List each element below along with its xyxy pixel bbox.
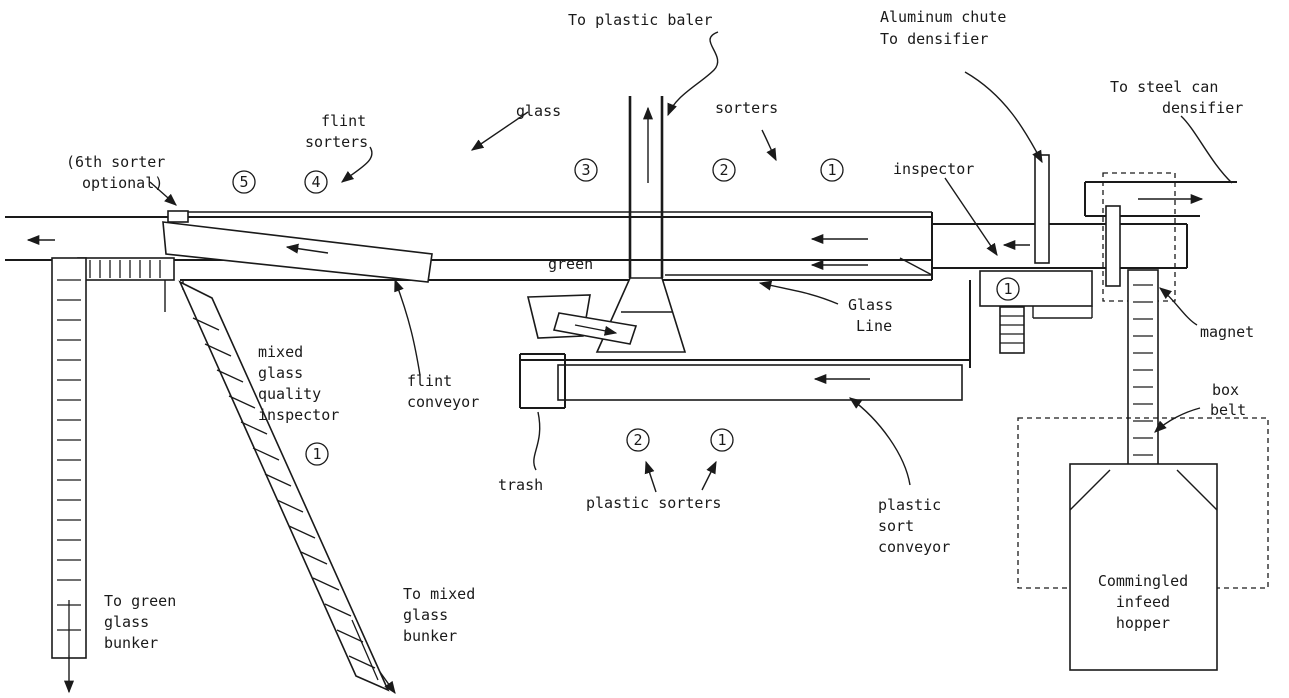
- to-steel-can-label: To steel can: [1110, 78, 1218, 96]
- station-number: 5: [239, 173, 248, 191]
- green-bunker-label-2: glass: [104, 613, 149, 631]
- glass-label: glass: [516, 102, 561, 120]
- flint-flow-arrow: [285, 243, 329, 254]
- hopper-label-3: hopper: [1116, 614, 1170, 632]
- plastic-sort-label-1: plastic: [878, 496, 941, 514]
- glass-line-label-1: Glass: [848, 296, 893, 314]
- flint-conveyor-label-2: conveyor: [407, 393, 479, 411]
- mixed-inspector-station-1: 1: [305, 442, 329, 466]
- sixth-sorter-label-2: optional): [82, 174, 163, 192]
- station-number: 2: [633, 431, 642, 449]
- inspector-station-1: 1: [996, 277, 1020, 301]
- magnet-leader: [1159, 287, 1198, 326]
- flint-sorters-label: sorters: [305, 133, 368, 151]
- magnet: [1102, 172, 1176, 302]
- flint-conveyor-leader: [394, 278, 421, 376]
- flint-sorters-leader: [341, 146, 373, 183]
- station-number: 3: [581, 161, 590, 179]
- aluminum-chute-pipe: [1034, 154, 1050, 264]
- plastic-sort-leader: [848, 397, 911, 486]
- mixed-label-4: inspector: [258, 406, 339, 424]
- mixed-bunker-label-1: To mixed: [403, 585, 475, 603]
- steel-can-leader: [1180, 115, 1233, 184]
- trash-label: trash: [498, 476, 543, 494]
- glass-line-leader: [758, 280, 839, 305]
- glass-sorters-leader: [761, 129, 777, 162]
- plastic-baler-chute: [595, 96, 687, 353]
- plastic-sort-label-2: sort: [878, 517, 914, 535]
- glass-sorter-station-3: 3: [574, 158, 598, 182]
- sixth-sorter-label-1: (6th sorter: [66, 153, 165, 171]
- trash-leader: [533, 411, 541, 471]
- flint-label: flint: [321, 112, 366, 130]
- box-belt-label-2: belt: [1210, 401, 1246, 419]
- magnet-label: magnet: [1200, 323, 1254, 341]
- plastic-transfer-arrow: [574, 324, 618, 336]
- to-densifier-label: To densifier: [880, 30, 988, 48]
- box-belt-leader: [1154, 407, 1201, 433]
- plastic-sorter-2-leader: [644, 460, 657, 493]
- station-number: 4: [311, 173, 320, 191]
- inspector-stairs: [999, 306, 1025, 354]
- plastic-sorter-station-2: 2: [626, 428, 650, 452]
- glass-line-label-2: Line: [856, 317, 892, 335]
- plastic-sorter-1-leader: [701, 460, 717, 491]
- to-plastic-baler-label: To plastic baler: [568, 11, 713, 29]
- mixed-label-2: glass: [258, 364, 303, 382]
- aluminum-chute-label: Aluminum chute: [880, 8, 1006, 26]
- station-number: 2: [719, 161, 728, 179]
- mixed-glass-bunker-chute: [178, 280, 390, 692]
- green-glass-bunker-chute: [51, 257, 87, 659]
- glass-sorter-station-5: 5: [232, 170, 256, 194]
- hopper-label-1: Commingled: [1098, 572, 1188, 590]
- station-number: 1: [717, 431, 726, 449]
- glass-sorter-station-1: 1: [820, 158, 844, 182]
- plastic-sorters-label: plastic sorters: [586, 494, 721, 512]
- sixth-sorter-station: [167, 210, 189, 223]
- mixed-bunker-label-3: bunker: [403, 627, 457, 645]
- glass-leader: [470, 111, 529, 151]
- baler-leader: [667, 31, 719, 117]
- mixed-label-3: quality: [258, 385, 321, 403]
- sorters-label: sorters: [715, 99, 778, 117]
- glass-sorter-station-4: 4: [304, 170, 328, 194]
- mixed-label-1: mixed: [258, 343, 303, 361]
- green-label: green: [548, 255, 593, 273]
- box-belt-label-1: box: [1212, 381, 1239, 399]
- plastic-sorter-station-1: 1: [710, 428, 734, 452]
- flint-conveyor: [162, 221, 433, 283]
- glass-sorter-station-2: 2: [712, 158, 736, 182]
- green-bunker-label-1: To green: [104, 592, 176, 610]
- station-number: 1: [312, 445, 321, 463]
- green-glass-transfer: [77, 257, 175, 281]
- aluminum-leader: [964, 71, 1043, 164]
- inspector-label: inspector: [893, 160, 974, 178]
- plastic-sort-conveyor: [519, 280, 971, 409]
- plastic-sort-label-3: conveyor: [878, 538, 950, 556]
- flint-conveyor-label-1: flint: [407, 372, 452, 390]
- hopper-label-2: infeed: [1116, 593, 1170, 611]
- steel-densifier-label: densifier: [1162, 99, 1243, 117]
- station-number: 1: [827, 161, 836, 179]
- steel-can-conveyor: [1084, 181, 1237, 217]
- sixth-sorter-leader: [149, 181, 177, 206]
- mixed-bunker-label-2: glass: [403, 606, 448, 624]
- green-bunker-label-3: bunker: [104, 634, 158, 652]
- mixed-bunker-arrow: [379, 671, 396, 695]
- infeed-conveyor: [932, 223, 1188, 269]
- station-number: 1: [1003, 280, 1012, 298]
- infeed-hopper: [1017, 417, 1269, 671]
- inspector-platform: [979, 270, 1093, 319]
- inspector-leader: [944, 177, 998, 257]
